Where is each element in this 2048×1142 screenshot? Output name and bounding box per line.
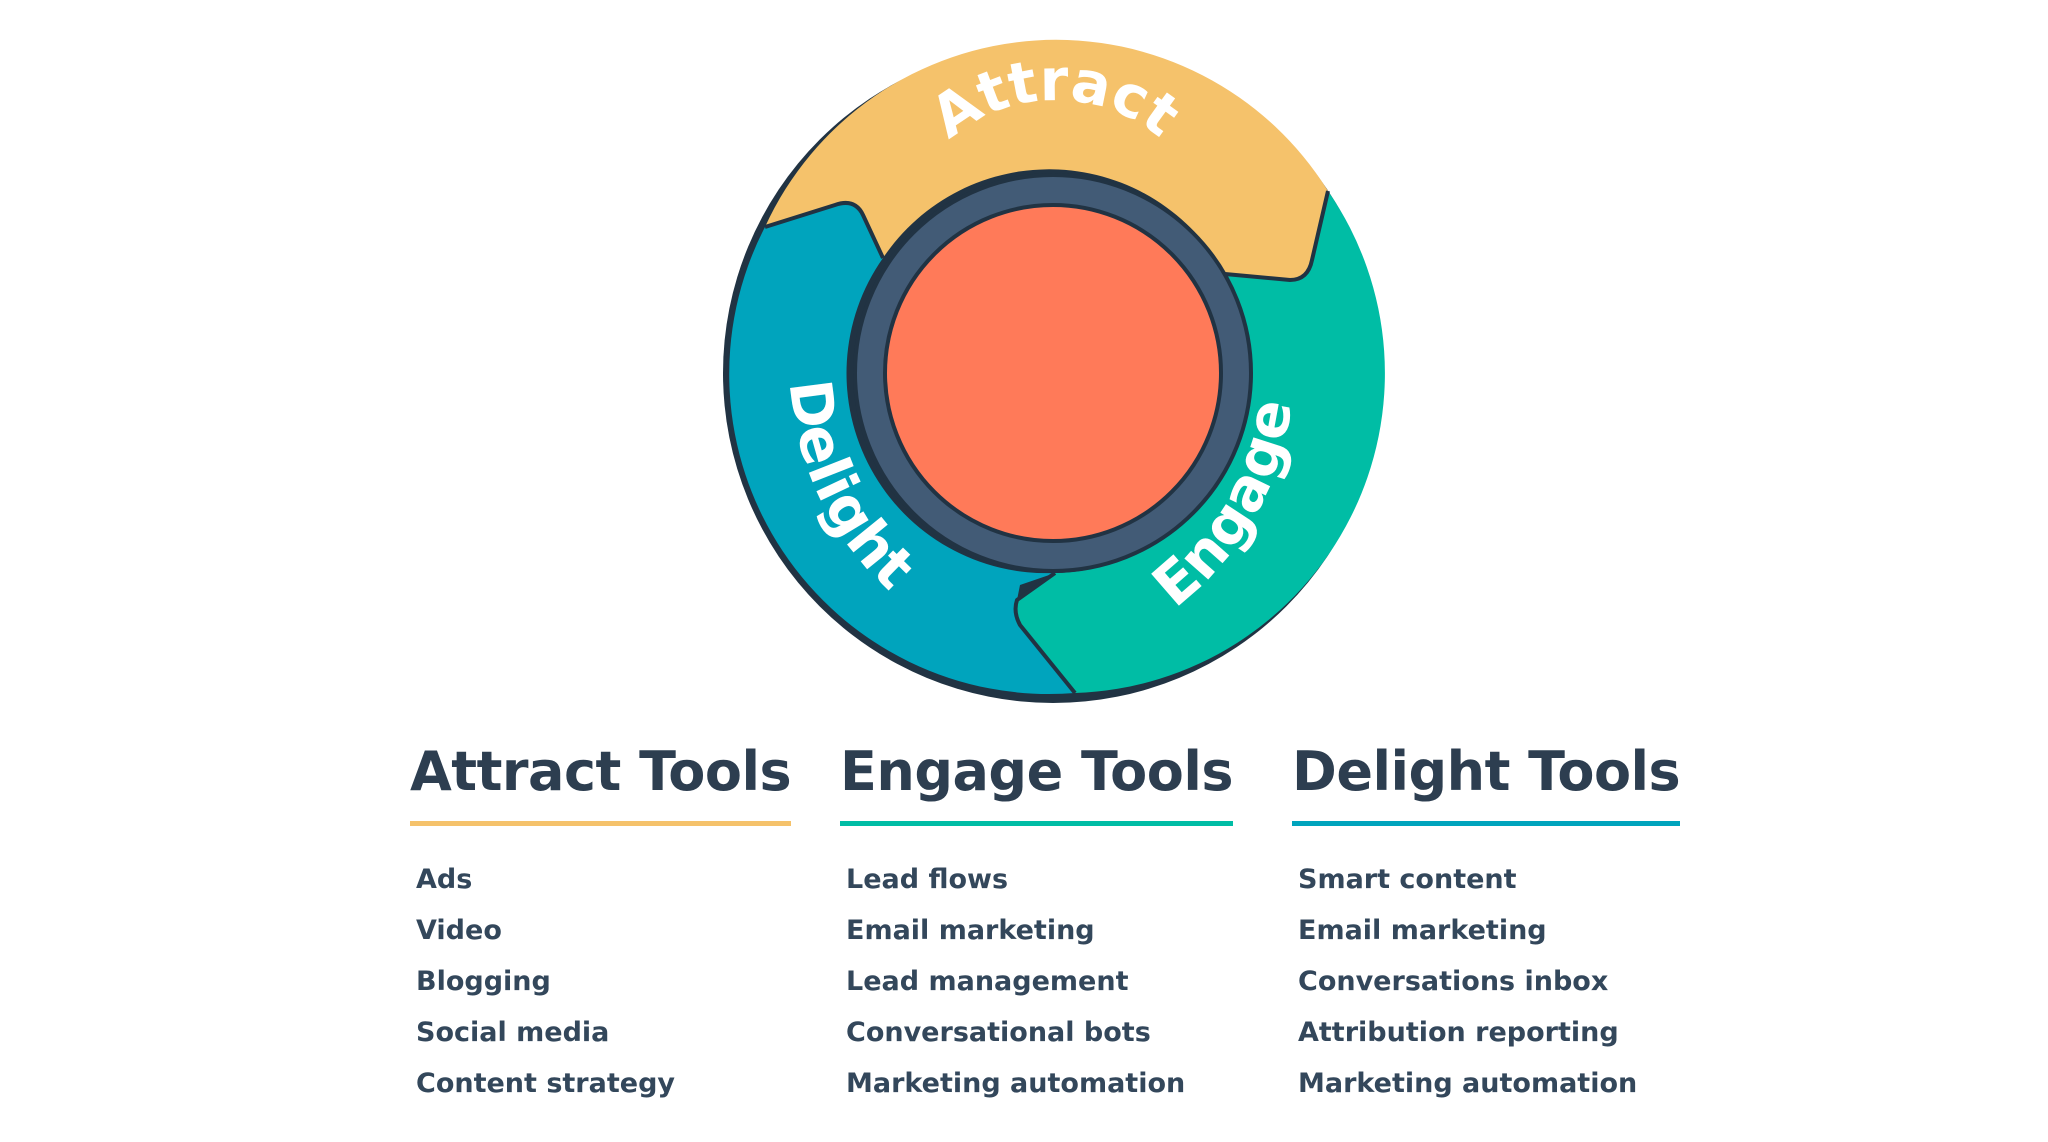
list-item: Marketing automation (846, 1068, 1186, 1099)
delight-tools-column: Delight Tools Smart content Email market… (1292, 740, 1681, 1109)
list-item: Social media (416, 1017, 610, 1048)
list-item: Marketing automation (1298, 1068, 1638, 1099)
attract-tools-underline (410, 821, 792, 826)
list-item: Video (416, 915, 502, 946)
engage-tools-list: Lead flows Email marketing Lead manageme… (846, 854, 1233, 1109)
flywheel-diagram: Attract Delight Engage (723, 39, 1385, 703)
segment-divider-attract-delight (764, 201, 885, 259)
engage-tools-underline (840, 821, 1234, 826)
list-item: Lead management (846, 966, 1129, 997)
list-item: Content strategy (416, 1068, 675, 1099)
attract-tools-column: Attract Tools Ads Video Blogging Social … (410, 740, 792, 1109)
list-item: Lead flows (846, 864, 1009, 895)
list-item: Conversations inbox (1298, 966, 1609, 997)
list-item: Smart content (1298, 864, 1517, 895)
hub-center (883, 203, 1223, 543)
list-item: Conversational bots (846, 1017, 1151, 1048)
attract-segment (765, 39, 1328, 281)
delight-tools-title: Delight Tools (1292, 740, 1681, 803)
delight-segment (729, 202, 1075, 695)
engage-segment (1015, 191, 1385, 693)
segment-divider-delight-engage (1013, 571, 1077, 695)
list-item: Attribution reporting (1298, 1017, 1619, 1048)
list-item: Email marketing (1298, 915, 1547, 946)
delight-tools-underline (1292, 821, 1681, 826)
list-item: Blogging (416, 966, 551, 997)
delight-tools-list: Smart content Email marketing Conversati… (1298, 854, 1680, 1109)
attract-tools-title: Attract Tools (410, 740, 792, 803)
attract-tools-list: Ads Video Blogging Social media Content … (416, 854, 791, 1109)
list-item: Email marketing (846, 915, 1095, 946)
list-item: Ads (416, 864, 473, 895)
engage-tools-title: Engage Tools (840, 740, 1234, 803)
engage-tools-column: Engage Tools Lead flows Email marketing … (840, 740, 1234, 1109)
segment-divider-attract-engage (1224, 190, 1330, 282)
